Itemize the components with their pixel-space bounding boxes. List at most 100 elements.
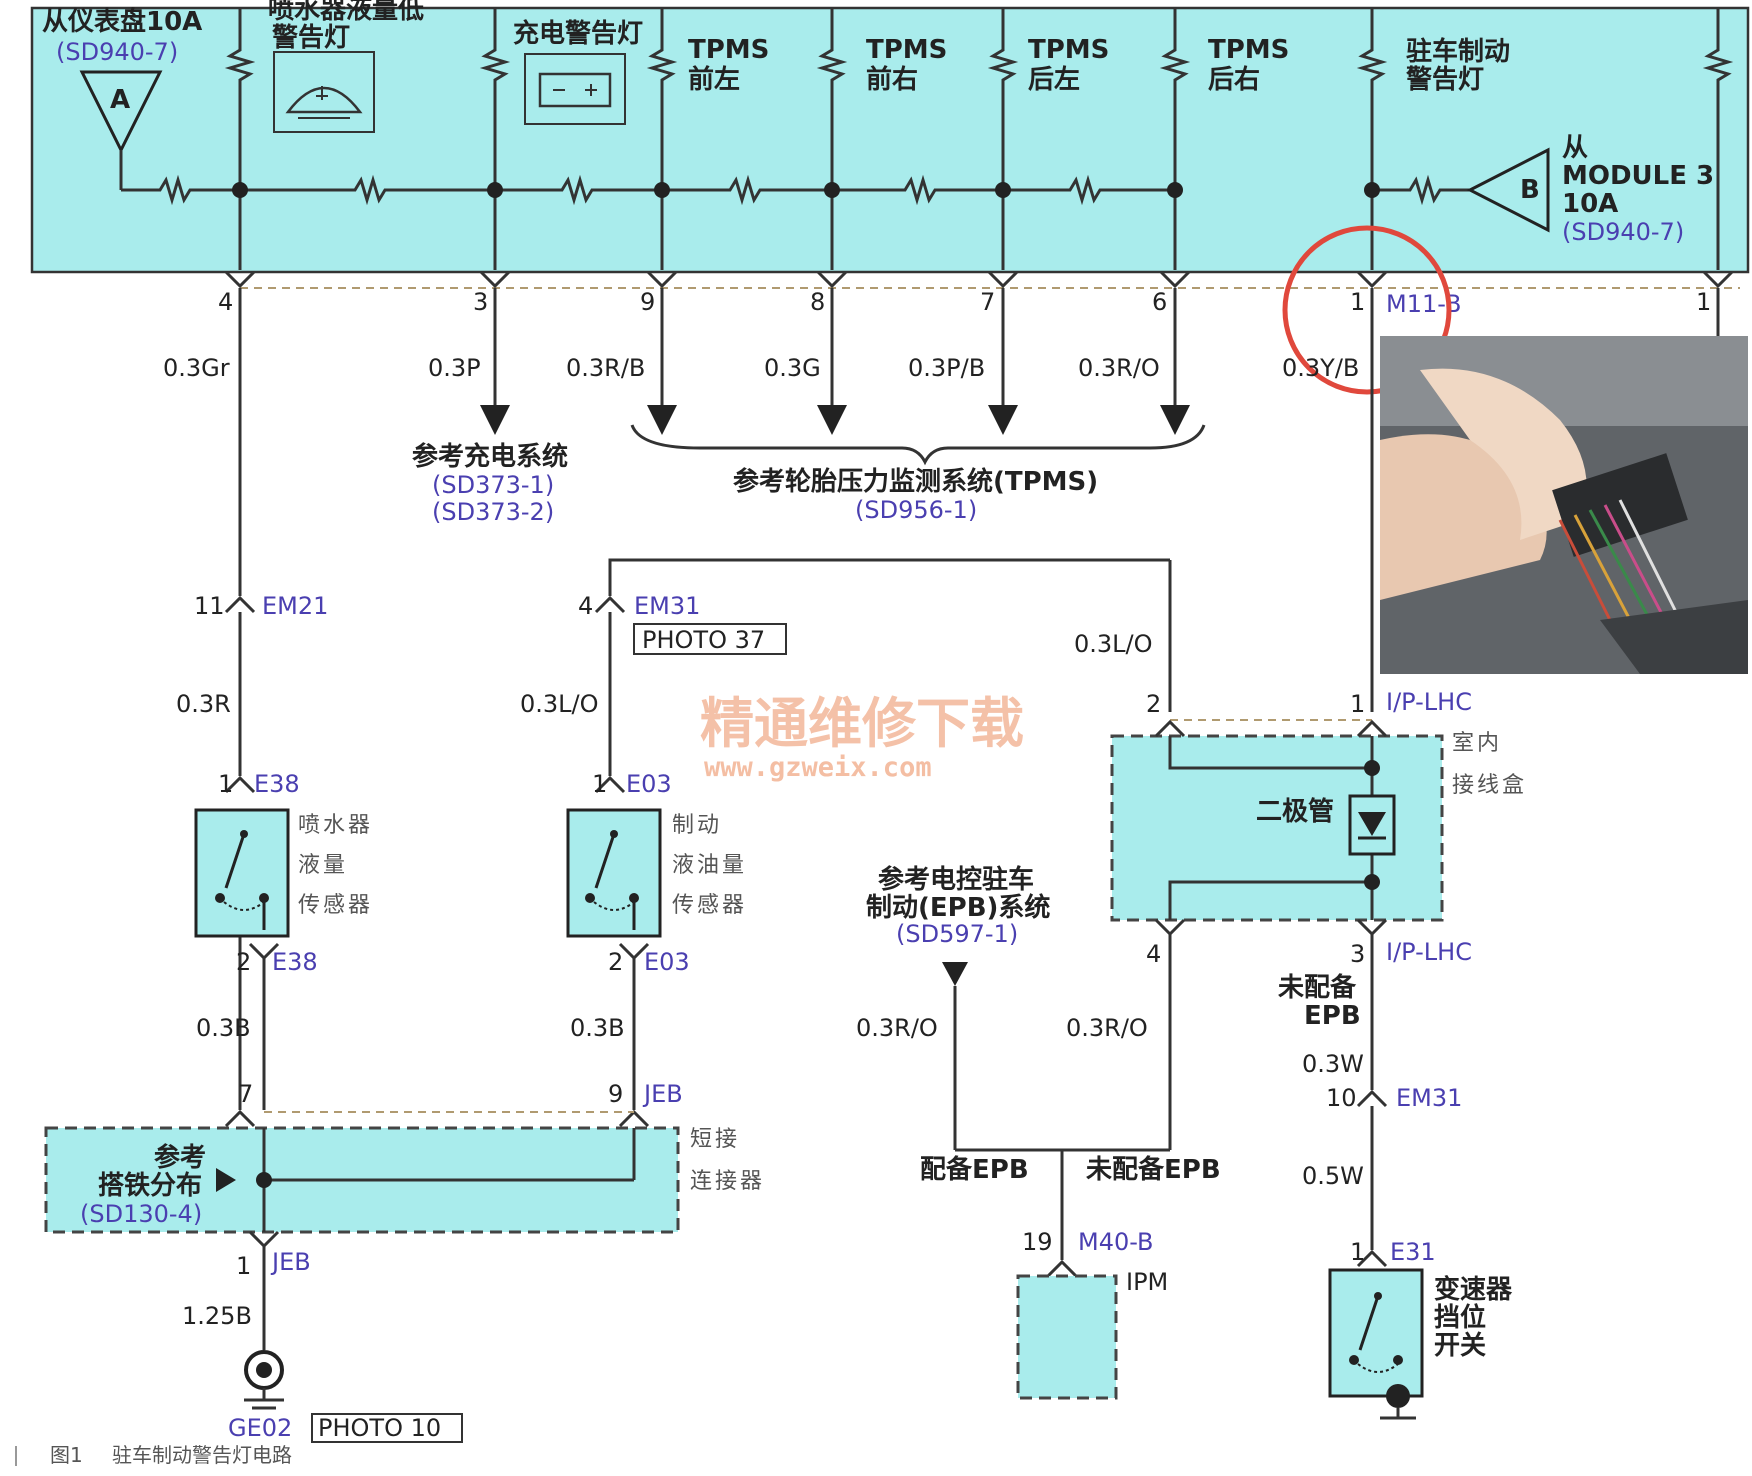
brake-sensor-label-1: 制动 xyxy=(672,813,722,838)
watermark-url: www.gzweix.com xyxy=(704,752,932,783)
e31-pin: 1 xyxy=(1350,1238,1365,1266)
without-epb-label: 未配备EPB xyxy=(1086,1155,1221,1185)
tpms-fl-label-1: TPMS xyxy=(688,35,769,65)
park-lamp-label-1: 驻车制动 xyxy=(1406,36,1510,67)
washer-lamp-label-1: 喷水器液量低 xyxy=(268,0,424,25)
e38-pin1: 1 xyxy=(218,770,233,798)
ipm-label: IPM xyxy=(1126,1268,1168,1296)
m11b-chevrons xyxy=(224,270,1734,289)
e03-bot-label: E03 xyxy=(644,948,690,976)
tpms-ref-title: 参考轮胎压力监测系统(TPMS) xyxy=(733,466,1098,497)
park-lamp-label-2: 警告灯 xyxy=(1406,64,1484,95)
figure-caption: 驻车制动警告灯电路 xyxy=(112,1443,292,1467)
brake-branch-wires xyxy=(594,558,1170,1128)
tpms-rl-label-2: 后左 xyxy=(1028,65,1080,95)
wire-0-3ro: 0.3R/O xyxy=(1078,354,1160,382)
ground-ref-sd: (SD130-4) xyxy=(80,1200,202,1228)
washer-lamp-icon xyxy=(273,51,375,133)
ground-ge02-label: GE02 xyxy=(228,1414,292,1442)
jeb-bot-chevron xyxy=(248,1230,280,1249)
module-name-label: MODULE 3 xyxy=(1562,161,1714,191)
brake-fluid-sensor-switch xyxy=(566,808,662,938)
em31-pin: 4 xyxy=(578,592,593,620)
m40b-chevron xyxy=(1046,1259,1078,1278)
from-instrument-ref: (SD940-7) xyxy=(56,38,178,66)
pin-1b: 1 xyxy=(1696,288,1711,316)
svg-text:B: B xyxy=(1520,175,1540,205)
wires-to-refs xyxy=(480,288,1720,435)
pin-7: 7 xyxy=(980,288,995,316)
jeb-pin7: 7 xyxy=(238,1080,253,1108)
from-instrument-label: 从仪表盘10A xyxy=(42,6,202,37)
charge-lamp-label: 充电警告灯 xyxy=(513,18,643,49)
wire-0-3b-left: 0.3B xyxy=(196,1014,251,1042)
epb-ref-title-2: 制动(EPB)系统 xyxy=(866,892,1050,923)
epb-ref-sd: (SD597-1) xyxy=(896,920,1018,948)
svg-text:A: A xyxy=(110,85,130,115)
iplhc-top-label: I/P-LHC xyxy=(1386,688,1472,716)
wire-0-3b-right: 0.3B xyxy=(570,1014,625,1042)
module-ref-label: (SD940-7) xyxy=(1562,218,1684,246)
e03-top-label: E03 xyxy=(626,770,672,798)
e03-pin2: 2 xyxy=(608,948,623,976)
tpms-rl-label-1: TPMS xyxy=(1028,35,1109,65)
highlight-circle xyxy=(1282,225,1452,395)
tpms-fl-label-2: 前左 xyxy=(688,64,740,95)
iplhc-pin1: 1 xyxy=(1350,690,1365,718)
wire-0-3gr: 0.3Gr xyxy=(163,354,230,382)
cluster-bus xyxy=(119,150,1470,206)
wire-1-25b: 1.25B xyxy=(182,1302,252,1330)
em31b-pin: 10 xyxy=(1326,1084,1357,1112)
joint-connector-bus xyxy=(216,1128,636,1232)
ij-box-label-1: 室内 xyxy=(1452,731,1502,756)
washer-sensor-label-1: 喷水器 xyxy=(298,813,373,838)
m40b-label: M40-B xyxy=(1078,1228,1154,1256)
e31-label: E31 xyxy=(1390,1238,1436,1266)
charge-ref-2: (SD373-2) xyxy=(432,498,554,526)
connector-photo xyxy=(1380,336,1748,674)
washer-branch-wires xyxy=(224,288,256,1128)
charge-ref-title: 参考充电系统 xyxy=(412,441,568,472)
tpms-rr-label-2: 后右 xyxy=(1208,65,1260,95)
tpms-ref-sd: (SD956-1) xyxy=(855,496,977,524)
m40b-pin: 19 xyxy=(1022,1228,1053,1256)
brake-sensor-label-3: 传感器 xyxy=(672,893,747,918)
e38-pin2: 2 xyxy=(236,948,251,976)
module-amp-label: 10A xyxy=(1562,189,1618,219)
figure-number: 图1 xyxy=(50,1443,83,1467)
wire-0-3r: 0.3R xyxy=(176,690,231,718)
tpms-brace xyxy=(630,424,1206,466)
iplhc-pin2: 2 xyxy=(1146,690,1161,718)
brake-sensor-label-2: 液油量 xyxy=(672,853,747,878)
jeb-top-label: JEB xyxy=(642,1080,683,1108)
wire-0-5w: 0.5W xyxy=(1302,1162,1364,1190)
photo37-label: PHOTO 37 xyxy=(642,626,765,654)
ij-box-label-2: 接线盒 xyxy=(1452,773,1527,798)
battery-lamp-icon xyxy=(524,53,626,125)
tpms-fr-label-2: 前右 xyxy=(866,64,918,95)
diode-icon xyxy=(1348,794,1396,856)
no-epb-label-1: 未配备 xyxy=(1278,973,1357,1003)
washer-level-sensor-switch xyxy=(194,808,290,938)
tpms-fr-label-1: TPMS xyxy=(866,35,947,65)
wire-0-3w: 0.3W xyxy=(1302,1050,1364,1078)
jeb-bot-label: JEB xyxy=(270,1248,311,1276)
pin-9: 9 xyxy=(640,288,655,316)
junction-label-2: 连接器 xyxy=(690,1169,765,1194)
watermark-text: 精通维修下载 xyxy=(700,691,1024,755)
ground-ref-title-2: 搭铁分布 xyxy=(98,1170,202,1201)
jeb-pin1: 1 xyxy=(236,1252,251,1280)
epb-branch-wires xyxy=(942,934,1172,1260)
photo10-label: PHOTO 10 xyxy=(318,1414,441,1442)
washer-lamp-label-2: 警告灯 xyxy=(272,22,350,53)
cluster-drops xyxy=(224,8,1734,270)
pin-8: 8 xyxy=(810,288,825,316)
gear-switch-label-3: 开关 xyxy=(1434,1331,1486,1361)
iplhc-pin3: 3 xyxy=(1350,940,1365,968)
gear-switch-label-1: 变速器 xyxy=(1434,1274,1513,1305)
wire-0-3rb: 0.3R/B xyxy=(566,354,645,382)
junction-label-1: 短接 xyxy=(690,1127,740,1152)
e03-pin1: 1 xyxy=(592,770,607,798)
tpms-rr-label-1: TPMS xyxy=(1208,35,1289,65)
module-from-label: 从 xyxy=(1562,133,1588,163)
